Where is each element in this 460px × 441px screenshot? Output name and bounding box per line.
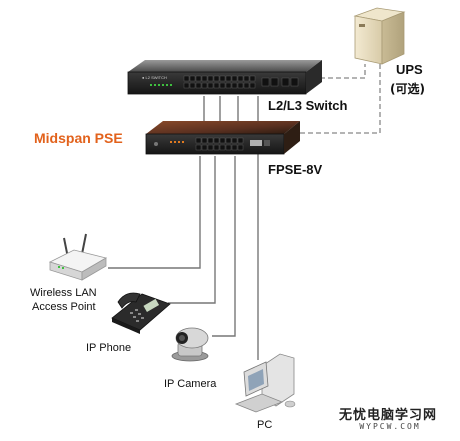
l2l3-switch-device: ● L2 SWITCH <box>127 60 322 95</box>
ups-links <box>300 64 381 134</box>
watermark-url: WYPCW.COM <box>359 422 421 431</box>
wireless-ap-label-line1: Wireless LAN <box>30 287 97 299</box>
midspan-pse-label: Midspan PSE <box>34 130 123 146</box>
endpoint-cables <box>108 146 259 360</box>
pc-device <box>234 353 296 413</box>
pc-label: PC <box>257 419 273 431</box>
midspan-model-label: FPSE-8V <box>268 162 323 177</box>
ip-camera-device <box>171 327 209 362</box>
ip-phone-label: IP Phone <box>86 342 132 354</box>
wireless-ap-label-line2: Access Point <box>32 301 96 313</box>
ups-optional-label: (可选) <box>390 82 425 96</box>
midspan-pse-device <box>145 121 300 155</box>
switch-label: L2/L3 Switch <box>268 98 348 113</box>
ups-unit <box>353 7 406 65</box>
svg-text:● L2 SWITCH: ● L2 SWITCH <box>142 75 167 80</box>
ip-phone-device <box>111 292 171 334</box>
ups-label: UPS <box>396 62 423 77</box>
wireless-ap-device <box>48 233 108 281</box>
ip-camera-label: IP Camera <box>164 378 217 390</box>
watermark-text: 无忧电脑学习网 <box>338 408 437 423</box>
